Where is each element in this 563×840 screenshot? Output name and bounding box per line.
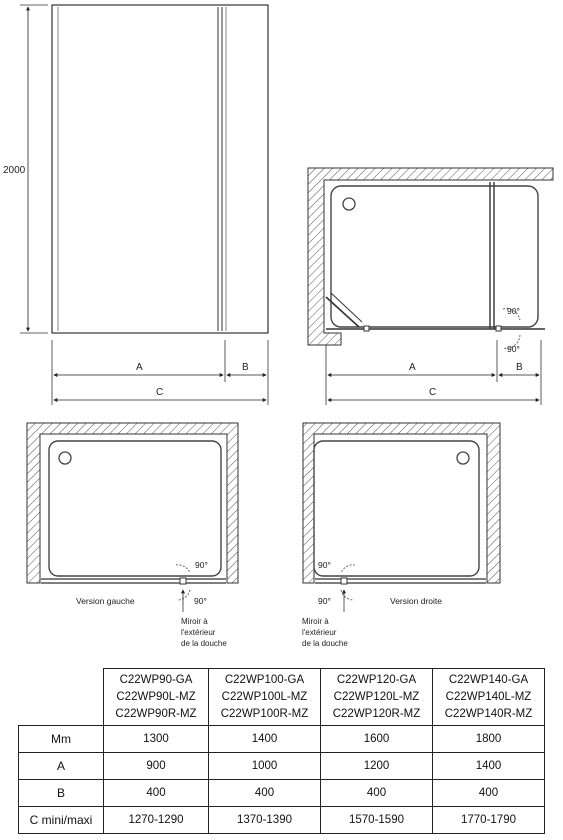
model-code: C22WP140-GA bbox=[448, 673, 529, 686]
front-dim-a-label: A bbox=[136, 362, 143, 373]
left-shower-tray bbox=[48, 440, 222, 577]
left-angle-bottom: 90° bbox=[194, 596, 207, 606]
dimensions-table: C22WP90-GA C22WP90L-MZ C22WP90R-MZ C22WP… bbox=[18, 668, 545, 834]
model-code: C22WP120-GA bbox=[336, 673, 417, 686]
left-wall-hatch bbox=[26, 422, 239, 584]
model-code: C22WP90L-MZ bbox=[116, 690, 196, 703]
table-cell: 1000 bbox=[208, 752, 321, 780]
right-angle-bottom: 90° bbox=[318, 596, 331, 606]
left-note-line-2: l'extérieur bbox=[181, 628, 216, 637]
table-cell: 1400 bbox=[432, 752, 545, 780]
table-corner bbox=[19, 669, 104, 726]
model-header-4: C22WP140-GA C22WP140L-MZ C22WP140R-MZ bbox=[432, 668, 545, 726]
plan-view: 90° 90° A B C bbox=[307, 167, 554, 405]
plan-dim-c-label: C bbox=[429, 387, 436, 398]
left-drain-icon bbox=[58, 451, 72, 465]
front-elevation: 2000 A B C bbox=[3, 4, 269, 405]
table-cell: 400 bbox=[320, 779, 433, 807]
model-code: C22WP90-GA bbox=[119, 673, 193, 686]
left-version-view: 90° 90° Version gauche Miroir à l'extéri… bbox=[26, 422, 239, 648]
right-angle-top: 90° bbox=[318, 560, 331, 570]
plan-angle-top: 90° bbox=[507, 306, 520, 316]
right-note-line-1: Miroir à bbox=[302, 617, 329, 626]
row-label: C mini/maxi bbox=[18, 806, 104, 834]
left-note-line-3: de la douche bbox=[181, 639, 227, 648]
table-cell: 1270-1290 bbox=[103, 806, 209, 834]
right-caption: Version droite bbox=[390, 596, 442, 606]
model-header-2: C22WP100-GA C22WP100L-MZ C22WP100R-MZ bbox=[208, 668, 321, 726]
plan-angle-bottom: 90° bbox=[507, 344, 520, 354]
model-header-3: C22WP120-GA C22WP120L-MZ C22WP120R-MZ bbox=[320, 668, 433, 726]
right-note-line-3: de la douche bbox=[302, 639, 348, 648]
table-cell: 1300 bbox=[103, 725, 209, 753]
technical-drawing: 2000 A B C 90° 90° bbox=[3, 4, 554, 648]
model-code: C22WP120R-MZ bbox=[332, 707, 421, 720]
table-cell: 1200 bbox=[320, 752, 433, 780]
right-drain-icon bbox=[456, 451, 470, 465]
front-dim-c-label: C bbox=[156, 387, 163, 398]
row-label: B bbox=[18, 779, 104, 807]
right-shower-tray bbox=[313, 440, 480, 577]
plan-drain-icon bbox=[342, 197, 356, 211]
table-cell: 1370-1390 bbox=[208, 806, 321, 834]
model-code: C22WP100L-MZ bbox=[221, 690, 308, 703]
table-cell: 1600 bbox=[320, 725, 433, 753]
model-code: C22WP120L-MZ bbox=[333, 690, 420, 703]
front-dim-b-label: B bbox=[242, 362, 249, 373]
table-header-row: C22WP90-GA C22WP90L-MZ C22WP90R-MZ C22WP… bbox=[19, 668, 545, 726]
table-row: A 900 1000 1200 1400 bbox=[18, 752, 545, 780]
height-label: 2000 bbox=[3, 165, 26, 176]
table-row: C mini/maxi 1270-1290 1370-1390 1570-159… bbox=[18, 806, 545, 834]
right-version-view: 90° 90° Version droite Miroir à l'extéri… bbox=[302, 422, 501, 648]
table-cell: 400 bbox=[208, 779, 321, 807]
row-label: Mm bbox=[18, 725, 104, 753]
model-code: C22WP90R-MZ bbox=[115, 707, 197, 720]
table-row: Mm 1300 1400 1600 1800 bbox=[18, 725, 545, 753]
right-wall-hatch bbox=[302, 422, 501, 584]
left-caption: Version gauche bbox=[76, 596, 135, 606]
plan-shower-tray bbox=[330, 185, 539, 328]
table-cell: 1800 bbox=[432, 725, 545, 753]
table-cell: 1570-1590 bbox=[320, 806, 433, 834]
table-cell: 1400 bbox=[208, 725, 321, 753]
model-code: C22WP140R-MZ bbox=[444, 707, 533, 720]
table-cell: 1770-1790 bbox=[432, 806, 545, 834]
plan-towel-bar bbox=[325, 296, 360, 328]
table-cell: 900 bbox=[103, 752, 209, 780]
front-panel-outline bbox=[51, 4, 269, 334]
plan-wall-hatch bbox=[307, 167, 554, 346]
plan-dim-b-label: B bbox=[516, 362, 523, 373]
row-label: A bbox=[18, 752, 104, 780]
right-note-line-2: l'extérieur bbox=[302, 628, 337, 637]
model-code: C22WP100-GA bbox=[224, 673, 305, 686]
model-code: C22WP140L-MZ bbox=[445, 690, 532, 703]
table-cell: 400 bbox=[103, 779, 209, 807]
table-row: B 400 400 400 400 bbox=[18, 779, 545, 807]
left-note-line-1: Miroir à bbox=[181, 617, 208, 626]
left-angle-top: 90° bbox=[195, 560, 208, 570]
model-code: C22WP100R-MZ bbox=[220, 707, 309, 720]
table-cell: 400 bbox=[432, 779, 545, 807]
plan-dim-a-label: A bbox=[409, 362, 416, 373]
model-header-1: C22WP90-GA C22WP90L-MZ C22WP90R-MZ bbox=[103, 668, 209, 726]
